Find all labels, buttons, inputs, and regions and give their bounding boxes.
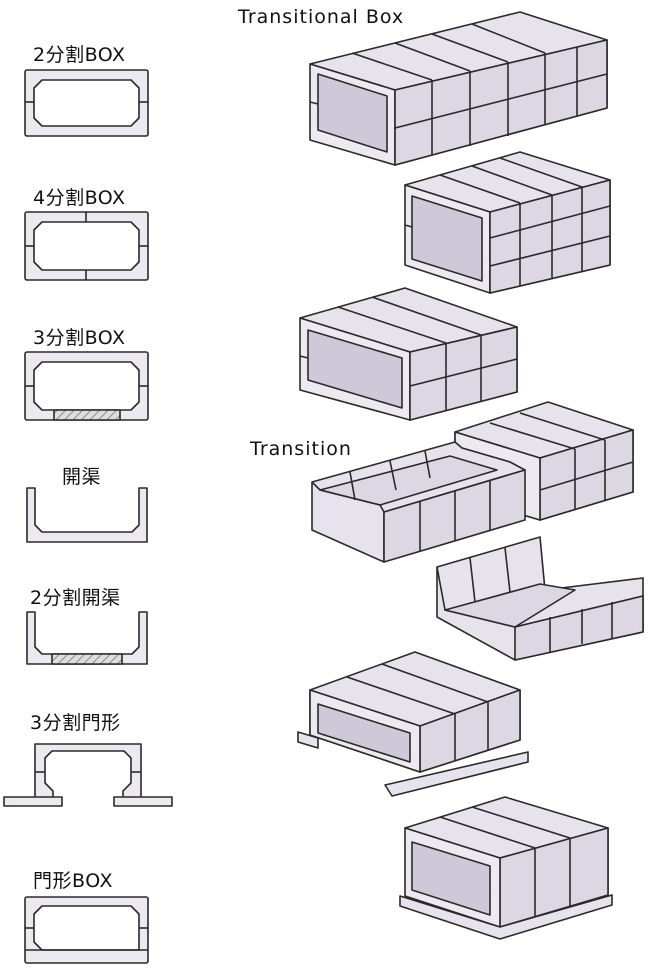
title-transitional-box: Transitional Box (238, 6, 405, 28)
section-2-split-open-channel (26, 611, 148, 665)
label-2-split-open-channel: 2分割開渠 (30, 587, 121, 609)
label-open-channel: 開渠 (62, 466, 102, 488)
section-2-split-box (24, 69, 149, 137)
iso-transition (311, 401, 634, 563)
iso-4-split-box (404, 151, 611, 294)
section-portal-box (24, 896, 149, 964)
label-3-split-portal: 3分割門形 (30, 712, 121, 734)
iso-2-split-open-channel (436, 536, 644, 661)
section-open-channel (26, 487, 148, 543)
label-2-split-box: 2分割BOX (33, 44, 126, 66)
section-3-split-portal (3, 743, 173, 807)
section-3-split-box (24, 351, 149, 421)
iso-3-split-portal (297, 651, 529, 797)
title-transition: Transition (250, 438, 352, 460)
label-3-split-box: 3分割BOX (33, 327, 126, 349)
iso-transitional-box (309, 11, 608, 166)
label-4-split-box: 4分割BOX (33, 187, 126, 209)
iso-3-split-box (299, 287, 518, 421)
iso-portal-box (399, 796, 613, 940)
section-4-split-box (24, 211, 149, 281)
label-portal-box: 門形BOX (33, 870, 113, 892)
